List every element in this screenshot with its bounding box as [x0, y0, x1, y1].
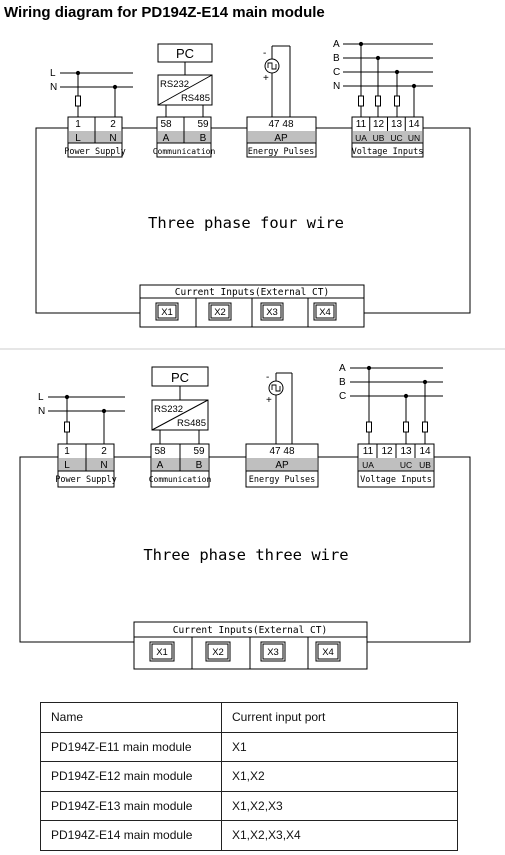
voltage-label: UC [400, 460, 412, 470]
power-label-n: N [109, 133, 116, 144]
voltage-pin: 11 [356, 119, 367, 130]
table-cell: X1,X2,X3 [221, 790, 458, 821]
current-port-label: X2 [212, 647, 224, 658]
table-cell: PD194Z-E14 main module [40, 820, 222, 851]
voltage-label: UC [390, 133, 402, 143]
energy-pulses-name: Energy Pulses [248, 147, 315, 157]
diagram-2-labels: L N A B C PC RS232 RS485 - + 1 2 L N Pow… [38, 363, 432, 658]
phase-line-label: N [333, 81, 340, 92]
table-header-row: Name Current input port [40, 702, 458, 733]
voltage-inputs-name: Voltage Inputs [360, 475, 432, 485]
voltage-pin: 13 [391, 119, 403, 130]
comm-label-b: B [196, 460, 203, 471]
table-cell: X1,X2 [221, 761, 458, 792]
current-port-label: X3 [267, 647, 279, 658]
current-port-label: X1 [161, 307, 173, 318]
table-row: PD194Z-E11 main module X1 [40, 731, 458, 762]
power-pin-1: 1 [64, 446, 70, 457]
energy-pins: 47 48 [269, 446, 294, 457]
current-port-label: X1 [156, 647, 168, 658]
comm-pin-58: 58 [160, 119, 172, 130]
pulse-plus-label: + [266, 395, 272, 406]
power-label-l: L [75, 133, 81, 144]
pc-label: PC [176, 46, 194, 61]
energy-label-ap: AP [275, 460, 289, 471]
table-row: PD194Z-E14 main module X1,X2,X3,X4 [40, 820, 458, 851]
voltage-pin: 14 [419, 446, 431, 457]
table-header-cell: Name [40, 702, 222, 733]
phase-line-label: A [339, 363, 346, 374]
energy-pulses-name: Energy Pulses [249, 475, 316, 485]
power-label-l: L [64, 460, 70, 471]
supply-line-label: L [38, 392, 44, 403]
voltage-label: UN [408, 133, 420, 143]
energy-pins: 47 48 [268, 119, 293, 130]
table-row: PD194Z-E12 main module X1,X2 [40, 761, 458, 792]
converter-top-label: RS232 [160, 79, 189, 90]
voltage-pin: 12 [373, 119, 385, 130]
supply-line-label: N [38, 406, 45, 417]
comm-label-a: A [163, 133, 170, 144]
converter-bottom-label: RS485 [181, 93, 210, 104]
table-cell: PD194Z-E12 main module [40, 761, 222, 792]
voltage-label: UB [373, 133, 385, 143]
voltage-pin: 13 [400, 446, 412, 457]
current-port-label: X2 [214, 307, 226, 318]
page-title: Wiring diagram for PD194Z-E14 main modul… [4, 4, 325, 21]
current-port-label: X3 [266, 307, 278, 318]
current-inputs-name: Current Inputs(External CT) [173, 625, 327, 636]
diagram-caption: Three phase three wire [143, 546, 348, 564]
comm-label-a: A [157, 460, 164, 471]
current-port-label: X4 [322, 647, 334, 658]
pulse-plus-label: + [263, 73, 269, 84]
voltage-pin: 11 [363, 446, 374, 457]
supply-line-label: N [50, 82, 57, 93]
comm-pin-58: 58 [154, 446, 166, 457]
phase-line-label: B [339, 377, 346, 388]
pc-label: PC [171, 370, 189, 385]
voltage-pin: 14 [408, 119, 420, 130]
comm-label-b: B [200, 133, 207, 144]
table-cell: PD194Z-E13 main module [40, 790, 222, 821]
table-cell: PD194Z-E11 main module [40, 731, 222, 762]
table-cell: X1,X2,X3,X4 [221, 820, 458, 851]
voltage-inputs-name: Voltage Inputs [352, 147, 424, 157]
phase-line-label: C [333, 67, 340, 78]
comm-pin-59: 59 [197, 119, 209, 130]
power-supply-name: Power Supply [64, 147, 125, 157]
wiring-diagrams: L N A B C N PC RS232 RS485 - + 1 2 L N P… [0, 39, 505, 670]
table-row: PD194Z-E13 main module X1,X2,X3 [40, 790, 458, 821]
diagram-three-phase-three-wire [19, 365, 471, 670]
phase-line-label: C [339, 391, 346, 402]
current-inputs-name: Current Inputs(External CT) [175, 287, 329, 298]
power-label-n: N [100, 460, 107, 471]
power-pin-1: 1 [75, 119, 81, 130]
pulse-minus-label: - [263, 48, 266, 59]
voltage-label: UB [419, 460, 431, 470]
current-port-table: Name Current input port PD194Z-E11 main … [40, 702, 458, 851]
diagram-1-labels: L N A B C N PC RS232 RS485 - + 1 2 L N P… [50, 39, 423, 318]
communication-name: Communication [153, 147, 216, 156]
phase-line-label: A [333, 39, 340, 50]
diagram-caption: Three phase four wire [148, 214, 344, 232]
communication-name: Communication [149, 475, 212, 484]
converter-top-label: RS232 [154, 404, 183, 415]
voltage-label: UA [362, 460, 374, 470]
comm-pin-59: 59 [193, 446, 205, 457]
converter-bottom-label: RS485 [177, 418, 206, 429]
energy-label-ap: AP [274, 133, 288, 144]
voltage-pin: 12 [381, 446, 393, 457]
table-cell: X1 [221, 731, 458, 762]
supply-line-label: L [50, 68, 56, 79]
power-pin-2: 2 [110, 119, 116, 130]
voltage-label: UA [355, 133, 367, 143]
phase-line-label: B [333, 53, 340, 64]
power-supply-name: Power Supply [55, 475, 116, 485]
pulse-minus-label: - [266, 372, 269, 383]
power-pin-2: 2 [101, 446, 107, 457]
table-header-cell: Current input port [221, 702, 458, 733]
diagram-three-phase-four-wire [35, 41, 471, 328]
current-port-label: X4 [319, 307, 331, 318]
